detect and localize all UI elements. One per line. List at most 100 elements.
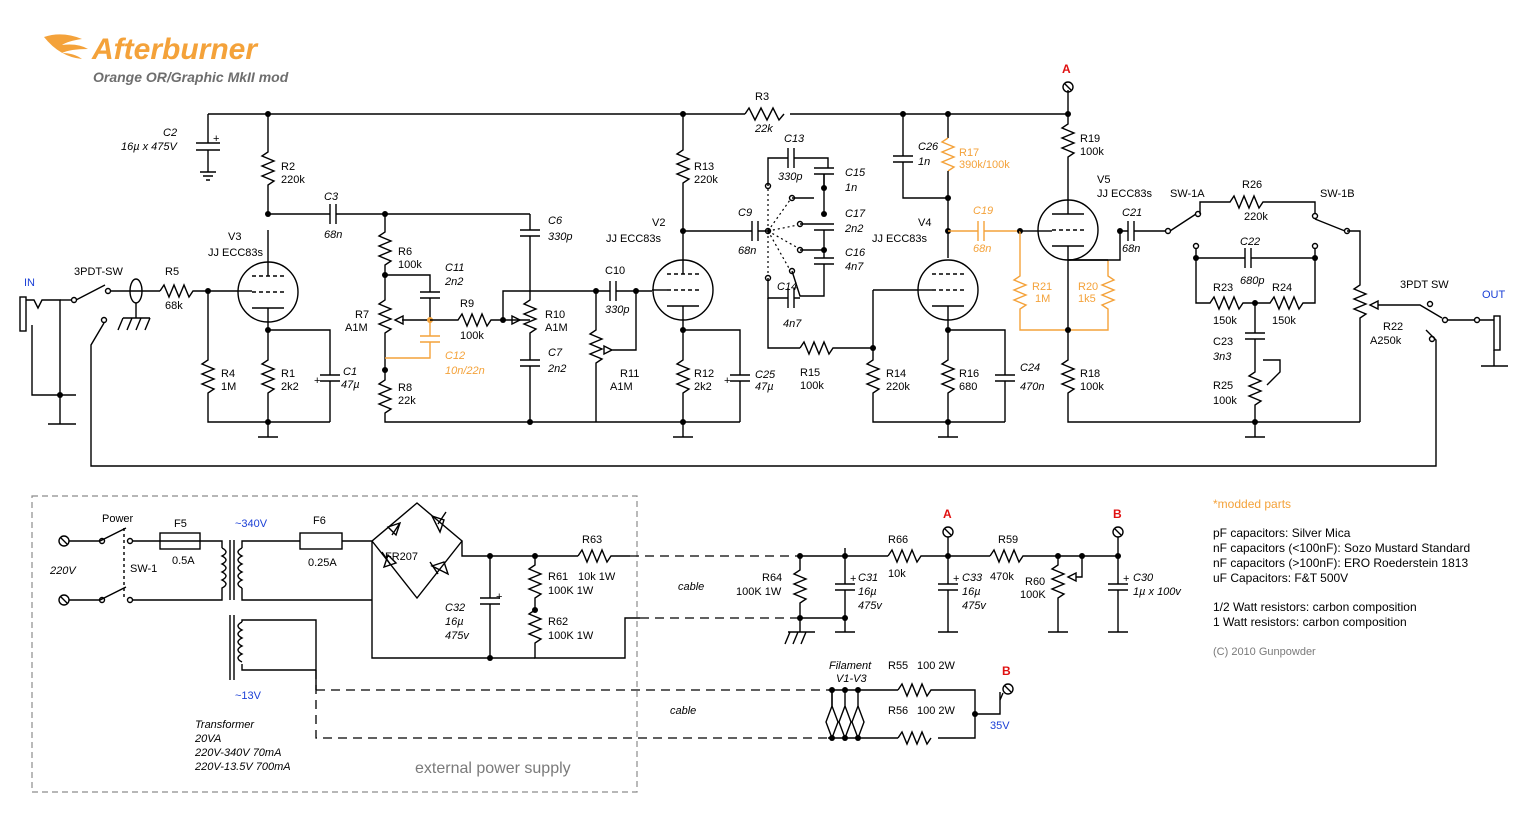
note-line6: 1 Watt resistors: carbon composition — [1213, 615, 1407, 629]
c3-capacitor: C3 68n — [268, 191, 530, 241]
c6-ref: C6 — [548, 215, 563, 227]
c26-ref: C26 — [918, 141, 939, 153]
sw1-label: SW-1 — [130, 563, 157, 575]
r26-ref: R26 — [1242, 179, 1262, 191]
r20-r21-modded: R21 1M R20 1k5 — [1012, 230, 1116, 331]
r25-val: 100k — [1213, 395, 1237, 407]
output-switch-label: 3PDT SW — [1400, 279, 1449, 291]
v4-cathode-network: R16 680 C24 470n — [938, 306, 1044, 438]
svg-text:+: + — [953, 573, 959, 585]
r16-val: 680 — [959, 381, 977, 393]
note-line1: pF capacitors: Silver Mica — [1213, 526, 1351, 540]
c21-val: 68n — [1122, 243, 1140, 255]
r62-ref: R62 — [548, 616, 568, 628]
input-label: IN — [24, 277, 35, 289]
output-tone-network: C21 68n SW-1A R26 220k SW-1B C22 680p R2… — [1120, 179, 1355, 438]
r17-val: 390k/100k — [959, 159, 1010, 171]
psu-node-b-label: B — [1113, 507, 1122, 521]
lv-label: ~13V — [235, 690, 262, 702]
c2-capacitor: + C2 16µ x 475V — [121, 114, 220, 181]
r4-ref: R4 — [221, 368, 235, 380]
f5-val: 0.5A — [172, 555, 195, 567]
rectifier-label: FR207 — [385, 551, 418, 563]
r17-ref: R17 — [959, 147, 979, 159]
tone-stack-left: R6 100k R7 A1M R8 22k C11 2n2 — [345, 214, 740, 423]
c7-ref: C7 — [548, 347, 563, 359]
r18-val: 100k — [1080, 381, 1104, 393]
r7-val: A1M — [345, 322, 368, 334]
c12-capacitor-modded: C12 10n/22n — [385, 317, 485, 377]
v3-type: JJ ECC83s — [208, 247, 264, 259]
c19-capacitor-modded: C19 68n — [948, 205, 1023, 255]
rectifier: F6 0.25A FR207 — [299, 502, 578, 659]
cables: cable cable — [315, 555, 828, 739]
r66-val: 10k — [888, 568, 906, 580]
r11-ref: R11 — [620, 368, 639, 380]
r10-val: A1M — [545, 322, 568, 334]
r20-val: 1k5 — [1078, 293, 1096, 305]
node-a-terminal — [1062, 81, 1074, 93]
svg-text:+: + — [1123, 573, 1129, 585]
v3-tube: V3 JJ ECC83s — [208, 230, 299, 330]
c16-ref: C16 — [845, 247, 866, 259]
r15-resistor: R15 100k — [799, 340, 876, 392]
f6-ref: F6 — [313, 515, 326, 527]
svg-text:+: + — [314, 375, 320, 387]
external-psu-box — [31, 495, 638, 793]
filament-supply: Filament V1-V3 R55 100 2W R56 100 2W B 3… — [825, 660, 1014, 746]
rotary-cap-switch: C9 68n C13 330p C15 1n C17 2n2 C16 4n7 C… — [738, 133, 866, 349]
r62-val: 100K 1W — [548, 630, 594, 642]
c33-ref: C33 — [962, 572, 983, 584]
input-switch-label: 3PDT-SW — [74, 266, 124, 278]
tx-line2: 220V-340V 70mA — [194, 747, 281, 759]
c23-val: 3n3 — [1213, 351, 1232, 363]
c22-val: 680p — [1240, 275, 1264, 287]
notes: *modded parts pF capacitors: Silver Mica… — [1213, 497, 1470, 658]
power-label: Power — [102, 513, 134, 525]
c13-val: 330p — [778, 171, 802, 183]
v2-type: JJ ECC83s — [606, 233, 662, 245]
r12-ref: R12 — [694, 368, 714, 380]
c11-val: 2n2 — [444, 276, 463, 288]
r1-val: 2k2 — [281, 381, 299, 393]
filament-tubes-label: V1-V3 — [836, 673, 867, 685]
r22-ref: R22 — [1383, 321, 1403, 333]
c6-val: 330p — [548, 231, 572, 243]
v2-cathode-network: R12 2k2 + C25 47µ — [673, 306, 776, 438]
r13-val: 220k — [694, 174, 718, 186]
r14-resistor: R14 220k — [865, 289, 1005, 423]
r66-ref: R66 — [888, 534, 908, 546]
r25-ref: R25 — [1213, 380, 1233, 392]
v3-name: V3 — [228, 231, 241, 243]
r61-val: 100K 1W — [548, 585, 594, 597]
v4-tube: V4 JJ ECC83s — [872, 217, 979, 321]
c14-ref: C14 — [777, 281, 797, 293]
svg-text:+: + — [850, 573, 856, 585]
svg-text:+: + — [213, 133, 219, 145]
filament-node-b-label: B — [1002, 664, 1011, 678]
tx-line3: 220V-13.5V 700mA — [194, 761, 291, 773]
c25-ref: C25 — [755, 369, 776, 381]
v5-tube: V5 JJ ECC83s R19 100k R18 100k — [1036, 114, 1360, 423]
r60-ref: R60 — [1025, 576, 1045, 588]
r9-ref: R9 — [460, 298, 474, 310]
c10-val: 330p — [605, 304, 629, 316]
svg-text:+: + — [496, 591, 502, 603]
r9-resistor: R9 100k — [430, 298, 530, 342]
r14-val: 220k — [886, 381, 910, 393]
filament-label: Filament — [829, 660, 872, 672]
r10-ref: R10 — [545, 309, 565, 321]
r12-val: 2k2 — [694, 381, 712, 393]
amp-psu: R64 100K 1W + C31 16µ 475v R66 10k A + C… — [736, 507, 1182, 645]
c2-val: 16µ x 475V — [121, 141, 179, 153]
c9-val: 68n — [738, 245, 756, 257]
r22-val: A250k — [1370, 335, 1402, 347]
c9-ref: C9 — [738, 207, 752, 219]
output-section: 3PDT SW OUT R22 A250k — [1347, 230, 1508, 422]
c19-val: 68n — [973, 243, 991, 255]
c26-val: 1n — [918, 156, 930, 168]
r15-val: 100k — [800, 380, 824, 392]
r3-ref: R3 — [755, 91, 769, 103]
gain-network: C10 330p R11 A1M — [588, 265, 652, 422]
